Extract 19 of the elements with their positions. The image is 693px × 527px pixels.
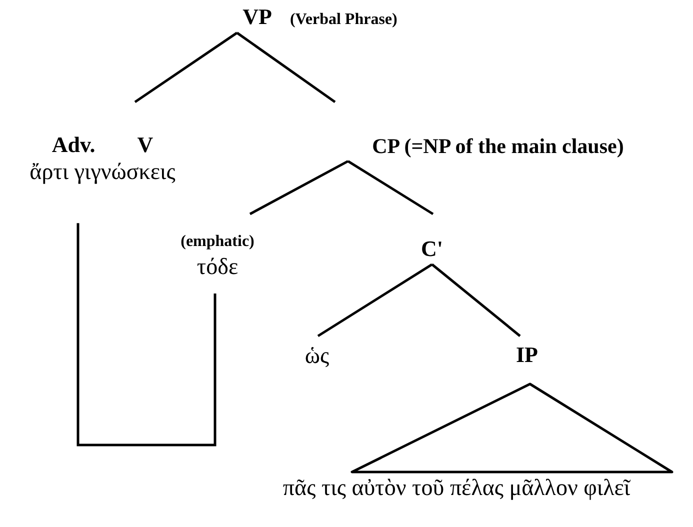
greek-sentence: πᾶς τις αὐτὸν τοῦ πέλας μᾶλλον φιλεῖ	[282, 474, 630, 502]
phrase-category: VP	[242, 4, 272, 30]
tree-branch	[249, 160, 349, 216]
tree-branch	[317, 263, 433, 338]
phrase-category: CP (=NP of the main clause)	[372, 134, 624, 160]
tree-branch	[134, 32, 238, 104]
tree-branch	[431, 263, 521, 337]
phrase-category: V	[137, 132, 154, 158]
phrase-category: C'	[421, 236, 443, 262]
greek-word: τόδε	[196, 252, 238, 281]
phrase-gloss: (Verbal Phrase)	[290, 10, 398, 30]
phrase-category: IP	[516, 342, 538, 368]
tree-branch	[347, 160, 434, 216]
movement-bracket	[76, 223, 216, 446]
greek-word: ὡς	[304, 342, 330, 370]
phrase-gloss: (emphatic)	[180, 232, 254, 252]
greek-words: ἄρτι γιγνώσκεις	[30, 158, 176, 186]
phrase-category: Adv.	[52, 132, 96, 158]
tree-branch	[236, 32, 336, 104]
